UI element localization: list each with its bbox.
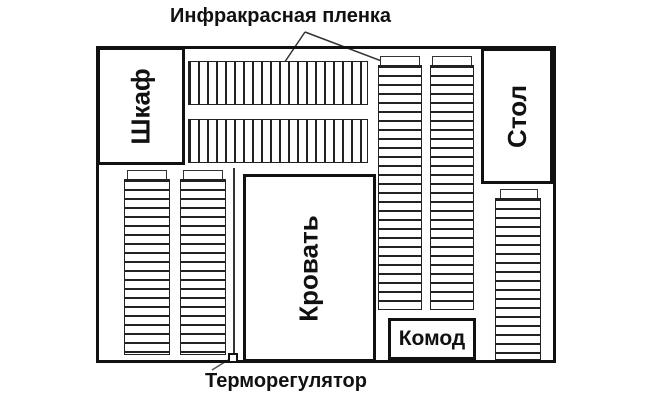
bed: Кровать [243,174,376,362]
film-strip-left-2 [180,179,226,355]
film-strip-right [495,198,541,360]
table-label: Стол [501,84,532,148]
film-strip-cap [380,56,420,65]
film-strip-left-1 [124,179,170,355]
film-strip-top-2 [188,119,368,163]
wardrobe: Шкаф [97,47,185,165]
film-strip-cap [183,170,223,179]
thermostat-icon [228,353,238,363]
film-strip-tall-1 [378,65,422,310]
film-strip-cap [127,170,167,179]
wardrobe-label: Шкаф [125,67,156,145]
bed-label: Кровать [293,214,324,322]
film-strip-cap [432,56,472,65]
dresser: Комод [388,318,476,360]
thermostat-label: Терморегулятор [205,370,367,392]
thermostat-wire [233,168,235,354]
infrared-film-label: Инфракрасная пленка [170,5,392,27]
table: Стол [481,48,553,184]
film-strip-top-1 [188,61,368,105]
film-strip-cap [500,189,538,198]
dresser-label: Комод [398,327,466,350]
film-strip-tall-2 [430,65,474,310]
